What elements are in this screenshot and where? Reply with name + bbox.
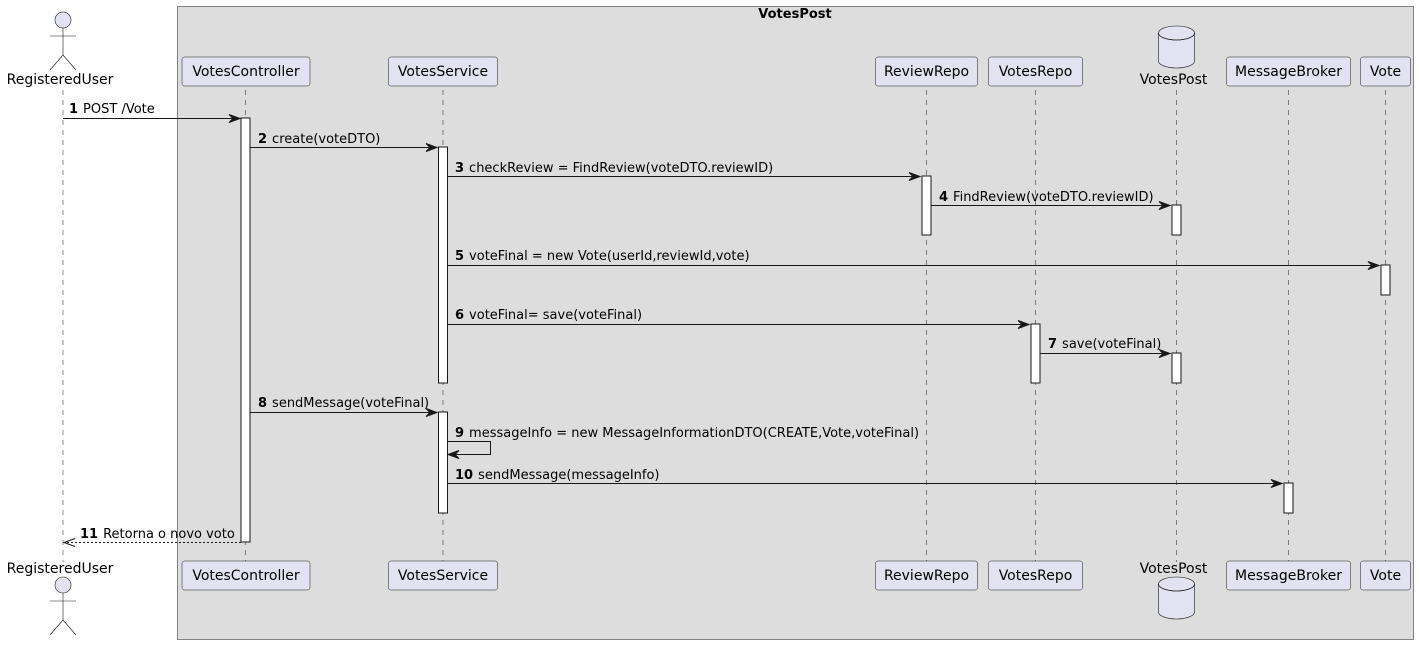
participant-box-messagebroker-bottom xyxy=(1226,560,1351,591)
message-number: 8 xyxy=(258,396,267,411)
message-8: 8 sendMessage(voteFinal) xyxy=(250,396,439,417)
messages: 1 POST /Vote 2 create(voteDTO) 3 checkRevie… xyxy=(62,102,1381,547)
activation-votescontroller xyxy=(240,117,251,543)
message-number: 1 xyxy=(69,102,78,117)
participant-label-votesservice-bottom: VotesService xyxy=(398,568,488,584)
participant-box-vote-top xyxy=(1360,56,1411,87)
message-number: 10 xyxy=(455,468,473,483)
participant-label-vote-top: Vote xyxy=(1370,64,1401,80)
participant-label-messagebroker-bottom: MessageBroker xyxy=(1235,568,1342,584)
activation-votesservice-1 xyxy=(438,146,448,384)
participant-box-reviewrepo-top xyxy=(875,56,978,87)
activation-vote xyxy=(1380,264,1391,296)
message-10: 10 sendMessage(messageInfo) xyxy=(447,468,1284,488)
message-text: POST /Vote xyxy=(83,102,155,117)
participant-label-reviewrepo-top: ReviewRepo xyxy=(884,64,969,80)
message-2: 2 create(voteDTO) xyxy=(250,132,439,152)
participant-label-reviewrepo-bottom: ReviewRepo xyxy=(884,568,969,584)
message-9: 9 messageInfo = new MessageInformationDTO… xyxy=(446,426,919,459)
participant-box-votescontroller-bottom xyxy=(181,560,311,591)
message-5: 5 voteFinal = new Vote(userId,reviewId,vo… xyxy=(447,249,1381,270)
participant-label-votesservice-top: VotesService xyxy=(398,64,488,80)
message-text: create(voteDTO) xyxy=(272,132,380,147)
message-3: 3 checkReview = FindReview(voteDTO.review… xyxy=(447,161,922,181)
participants-top: RegisteredUser VotesController VotesServ… xyxy=(7,11,1411,88)
message-11: 11 Retorna o novo voto xyxy=(62,527,241,547)
activation-votespost-1 xyxy=(1171,204,1182,236)
activation-messagebroker xyxy=(1283,482,1294,514)
message-number: 2 xyxy=(258,132,267,147)
message-text: voteFinal = new Vote(userId,reviewId,vot… xyxy=(469,249,749,264)
message-6: 6 voteFinal= save(voteFinal) xyxy=(447,308,1031,329)
participants-bottom: RegisteredUser VotesController VotesServ… xyxy=(7,560,1411,636)
message-number: 6 xyxy=(455,308,464,323)
message-number: 9 xyxy=(455,426,464,441)
participant-box-reviewrepo-bottom xyxy=(875,560,978,591)
message-number: 7 xyxy=(1048,337,1057,352)
participant-label-registereduser-top: RegisteredUser xyxy=(7,72,114,88)
activation-votesservice-2 xyxy=(438,411,448,514)
group-box-title: VotesPost xyxy=(758,7,831,22)
participant-label-registereduser-bottom: RegisteredUser xyxy=(7,561,114,577)
participant-label-vote-bottom: Vote xyxy=(1370,568,1401,584)
message-number: 11 xyxy=(80,527,98,542)
message-text: voteFinal= save(voteFinal) xyxy=(469,308,642,323)
participant-box-messagebroker-top xyxy=(1226,56,1351,87)
participant-box-votesrepo-top xyxy=(988,56,1083,87)
participant-box-votesrepo-bottom xyxy=(988,560,1083,591)
participant-label-messagebroker-top: MessageBroker xyxy=(1235,64,1342,80)
activation-votesrepo xyxy=(1030,323,1041,384)
actor-icon xyxy=(49,11,77,71)
database-icon xyxy=(1158,576,1195,620)
message-text: checkReview = FindReview(voteDTO.reviewI… xyxy=(469,161,773,176)
participant-box-votesservice-bottom xyxy=(388,560,498,591)
participant-label-votescontroller-bottom: VotesController xyxy=(192,568,300,584)
participant-label-votesrepo-top: VotesRepo xyxy=(999,64,1073,80)
participant-label-votespost-bottom: VotesPost xyxy=(1140,561,1208,577)
message-text: messageInfo = new MessageInformationDTO(… xyxy=(469,426,919,441)
message-text: sendMessage(messageInfo) xyxy=(478,468,659,483)
message-7: 7 save(voteFinal) xyxy=(1040,337,1172,358)
activation-votespost-2 xyxy=(1171,352,1182,384)
actor-icon xyxy=(49,576,77,636)
message-number: 4 xyxy=(939,190,948,205)
participant-label-votespost-top: VotesPost xyxy=(1140,72,1208,88)
message-text: save(voteFinal) xyxy=(1062,337,1161,352)
group-box xyxy=(177,6,1414,640)
participant-box-votescontroller-top xyxy=(181,56,311,87)
message-number: 3 xyxy=(455,161,464,176)
message-4: 4 FindReview(voteDTO.reviewID) xyxy=(931,190,1172,210)
participant-box-votesservice-top xyxy=(388,56,498,87)
activation-reviewrepo xyxy=(921,175,932,236)
message-1: 1 POST /Vote xyxy=(63,102,242,123)
message-text: FindReview(voteDTO.reviewID) xyxy=(953,190,1154,205)
message-number: 5 xyxy=(455,249,464,264)
participant-box-vote-bottom xyxy=(1360,560,1411,591)
participant-label-votesrepo-bottom: VotesRepo xyxy=(999,568,1073,584)
participant-label-votescontroller-top: VotesController xyxy=(192,64,300,80)
database-icon xyxy=(1158,25,1195,69)
message-text: Retorna o novo voto xyxy=(103,527,235,542)
message-text: sendMessage(voteFinal) xyxy=(272,396,429,411)
